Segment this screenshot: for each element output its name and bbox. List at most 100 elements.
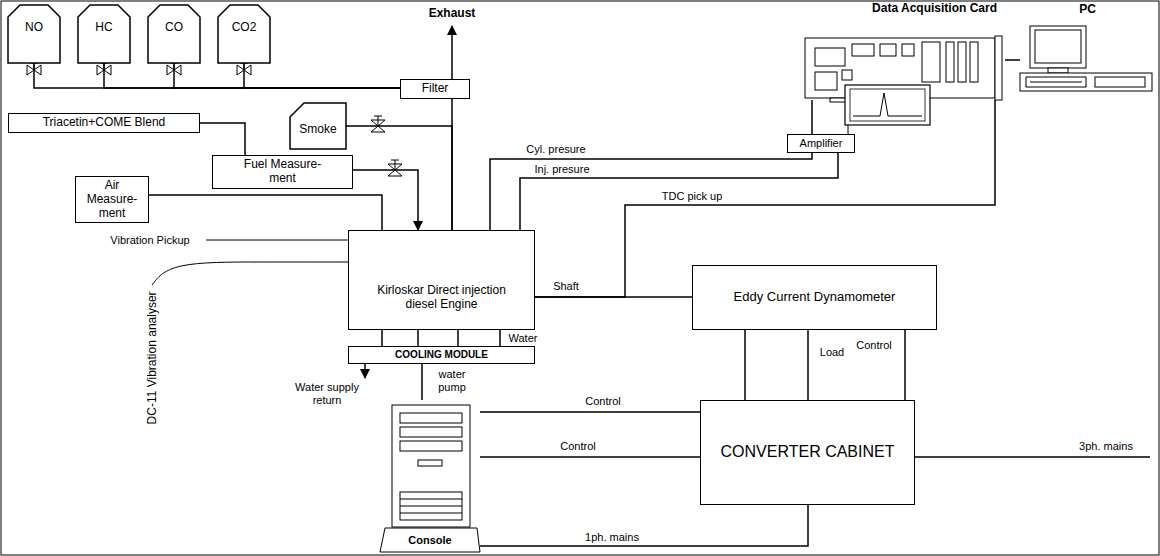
node-text: Eddy Current Dynamometer bbox=[734, 290, 896, 305]
connector-label: 1ph. mains bbox=[583, 531, 641, 544]
node-text: Console bbox=[408, 534, 451, 547]
pc-computer bbox=[1020, 26, 1152, 91]
connector bbox=[421, 364, 423, 401]
connector-label: Control bbox=[583, 395, 622, 408]
outline bbox=[78, 5, 130, 63]
connector-label: Shaft bbox=[551, 280, 581, 293]
analyser-box: DC-11 Vibration analyser bbox=[140, 285, 164, 430]
node-text: PC bbox=[1079, 3, 1096, 17]
text-group: CONVERTER CABINET bbox=[721, 443, 895, 461]
fuel-tank-box: Triacetin+COME Blend bbox=[8, 113, 200, 133]
connector bbox=[490, 153, 812, 230]
node-text: HC bbox=[95, 21, 112, 35]
mains-line bbox=[915, 456, 1150, 458]
text-group: HC bbox=[95, 21, 112, 35]
text-group: Fuel Measure- ment bbox=[233, 158, 333, 186]
coolant-line bbox=[457, 330, 459, 346]
connector bbox=[346, 126, 452, 230]
oscilloscope-screen bbox=[845, 85, 930, 134]
coolant-line bbox=[381, 330, 383, 346]
connector bbox=[535, 296, 692, 298]
connector bbox=[480, 505, 808, 546]
text-group: PC bbox=[1079, 3, 1096, 17]
exhaust-pipe bbox=[451, 26, 453, 79]
connector bbox=[1005, 59, 1020, 61]
text-group: NO bbox=[25, 21, 43, 35]
node-text: Filter bbox=[422, 82, 449, 96]
node-text: NO bbox=[25, 21, 43, 35]
text-group: Smoke bbox=[299, 123, 336, 137]
connector bbox=[480, 456, 700, 458]
flow-label: Water supply return bbox=[285, 381, 369, 406]
callout-label: Vibration Pickup bbox=[108, 234, 191, 247]
connector-label: water pump bbox=[430, 368, 474, 393]
connector bbox=[34, 63, 400, 88]
connector bbox=[904, 330, 906, 400]
text-group: Amplifier bbox=[800, 137, 843, 150]
amplifier-box: Amplifier bbox=[787, 134, 855, 153]
gas-cylinder: CO2 bbox=[218, 5, 270, 63]
connector bbox=[520, 153, 838, 230]
connector bbox=[811, 100, 813, 134]
text-group: Data Acquisition Card bbox=[872, 2, 997, 16]
connector bbox=[104, 63, 400, 88]
connector-label: Control bbox=[854, 339, 893, 352]
connector-label: TDC pick up bbox=[660, 190, 725, 203]
connector bbox=[149, 195, 382, 230]
console: Console bbox=[380, 400, 480, 552]
connector bbox=[353, 170, 418, 230]
outline bbox=[148, 5, 200, 63]
node-text: Fuel Measure- ment bbox=[233, 158, 333, 186]
outline bbox=[8, 5, 60, 63]
connector bbox=[174, 63, 400, 88]
node-text: DC-11 Vibration analyser bbox=[145, 291, 159, 424]
text-group: Filter bbox=[422, 82, 449, 96]
exhaust-label: Exhaust bbox=[427, 7, 478, 21]
console-computer bbox=[380, 405, 480, 552]
gas-cylinder: HC bbox=[78, 5, 130, 63]
connector-label: Inj. presure bbox=[532, 163, 591, 176]
text-group: Console bbox=[408, 534, 451, 547]
node-text: Air Measure- ment bbox=[81, 179, 143, 220]
process-box: Fuel Measure- ment bbox=[212, 155, 353, 189]
mains-label: 3ph. mains bbox=[1077, 440, 1135, 453]
text-group: CO bbox=[165, 21, 183, 35]
connector-label: Load bbox=[818, 346, 846, 359]
text-group: CO2 bbox=[232, 21, 257, 35]
node-text: Data Acquisition Card bbox=[872, 2, 997, 16]
connector bbox=[152, 262, 348, 285]
water-return-arrow bbox=[364, 362, 366, 378]
daq-card: Data Acquisition Card bbox=[800, 2, 1005, 100]
connector-label: Water bbox=[507, 332, 540, 345]
node-text: CONVERTER CABINET bbox=[721, 443, 895, 461]
connector bbox=[499, 330, 501, 346]
text-group: Eddy Current Dynamometer bbox=[734, 290, 896, 305]
node-text: COOLING MODULE bbox=[395, 349, 488, 361]
node-text: CO bbox=[165, 21, 183, 35]
text-group: DC-11 Vibration analyser bbox=[145, 291, 159, 424]
outline bbox=[218, 5, 270, 63]
text-group: Kirloskar Direct injection diesel Engine bbox=[362, 284, 522, 312]
filter-box: Filter bbox=[400, 79, 470, 99]
coolant-line bbox=[417, 330, 419, 346]
cooling-box: COOLING MODULE bbox=[348, 346, 535, 364]
converter-box: CONVERTER CABINET bbox=[700, 400, 915, 505]
engine-box: Kirloskar Direct injection diesel Engine bbox=[348, 230, 535, 330]
connector bbox=[200, 123, 245, 155]
dynamometer-box: Eddy Current Dynamometer bbox=[692, 265, 937, 330]
text-group: COOLING MODULE bbox=[395, 349, 488, 361]
connector bbox=[807, 330, 809, 400]
pc: PC bbox=[1020, 3, 1155, 95]
node-text: Kirloskar Direct injection diesel Engine bbox=[362, 284, 522, 312]
process-box: Air Measure- ment bbox=[75, 176, 149, 223]
connector-label: Cyl. presure bbox=[524, 143, 587, 156]
smoke-meter: Smoke bbox=[290, 103, 346, 149]
outline bbox=[290, 103, 346, 149]
node-text: Smoke bbox=[299, 123, 336, 137]
connector-label: Control bbox=[558, 440, 597, 453]
gas-cylinder: NO bbox=[8, 5, 60, 63]
